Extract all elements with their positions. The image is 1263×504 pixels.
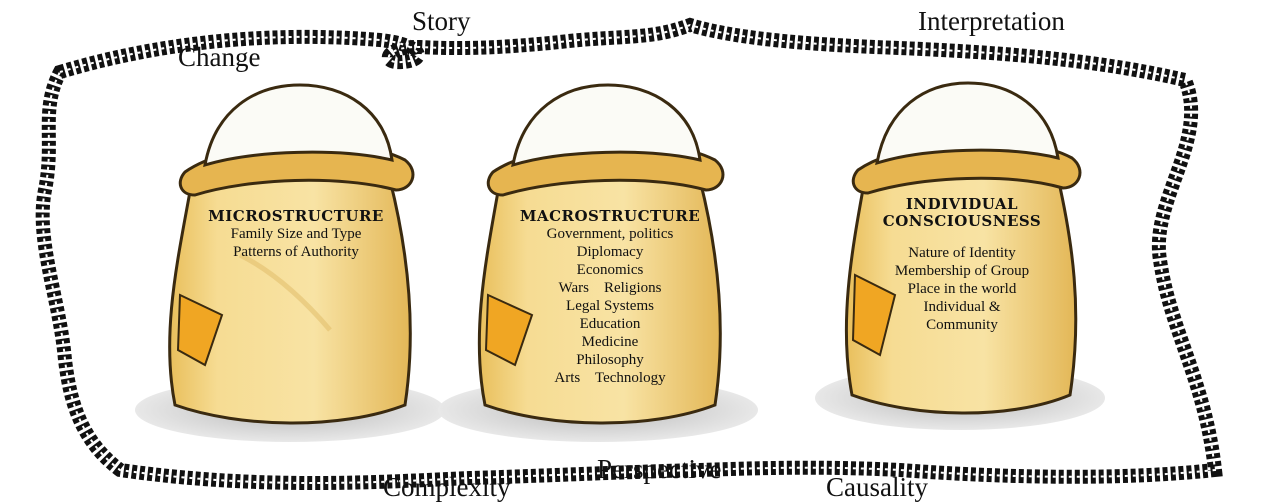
sack-item: Philosophy bbox=[576, 352, 644, 368]
label-interpretation: Interpretation bbox=[918, 6, 1065, 36]
sack-title: INDIVIDUAL CONSCIOUSNESS bbox=[882, 195, 1042, 230]
sack-item: Arts Technology bbox=[554, 370, 666, 386]
sack-body bbox=[168, 178, 412, 425]
flour-mound bbox=[511, 83, 702, 168]
sack-item: Family Size and Type bbox=[230, 226, 362, 242]
sack-text-microstructure: MICROSTRUCTURE Family Size and Type Patt… bbox=[196, 208, 396, 261]
wheat-watermark-icon bbox=[238, 252, 332, 332]
sack-individual-consciousness bbox=[815, 81, 1105, 430]
sack-patch bbox=[484, 293, 534, 367]
sack-microstructure bbox=[135, 83, 445, 442]
sack-body bbox=[477, 178, 722, 425]
sack-item: Education bbox=[579, 316, 641, 332]
sack-body bbox=[844, 176, 1078, 415]
sack-title: MACROSTRUCTURE bbox=[519, 207, 701, 225]
sack-item: Individual & bbox=[923, 299, 1001, 315]
label-perspective: Perspective bbox=[597, 454, 722, 484]
sack-item: Wars Religions bbox=[558, 280, 662, 296]
flour-mound bbox=[875, 81, 1060, 166]
sack-item: Diplomacy bbox=[576, 244, 644, 260]
label-complexity: Complexity bbox=[383, 472, 511, 502]
sack-item: Place in the world bbox=[907, 281, 1017, 297]
sack-item: Government, politics bbox=[546, 226, 674, 242]
sack-item: Medicine bbox=[581, 334, 639, 350]
rope-frame bbox=[35, 17, 1223, 490]
sack-item: Membership of Group bbox=[894, 263, 1030, 279]
sack-text-individual-consciousness: INDIVIDUAL CONSCIOUSNESS Nature of Ident… bbox=[862, 196, 1062, 334]
sack-macrostructure bbox=[438, 83, 758, 442]
sack-text-macrostructure: MACROSTRUCTURE Government, politics Dipl… bbox=[500, 208, 720, 387]
sack-item: Community bbox=[926, 317, 998, 333]
label-causality: Causality bbox=[826, 472, 928, 502]
sack-item: Legal Systems bbox=[566, 298, 654, 314]
label-story: Story bbox=[412, 6, 471, 36]
sack-title: MICROSTRUCTURE bbox=[208, 207, 384, 225]
sack-patch bbox=[176, 293, 224, 367]
sack-item: Economics bbox=[576, 262, 644, 278]
flour-mound bbox=[203, 83, 394, 168]
label-change: Change bbox=[178, 42, 261, 72]
sack-patch bbox=[851, 273, 897, 357]
sack-item: Nature of Identity bbox=[908, 245, 1016, 261]
sack-item: Patterns of Authority bbox=[233, 244, 359, 260]
